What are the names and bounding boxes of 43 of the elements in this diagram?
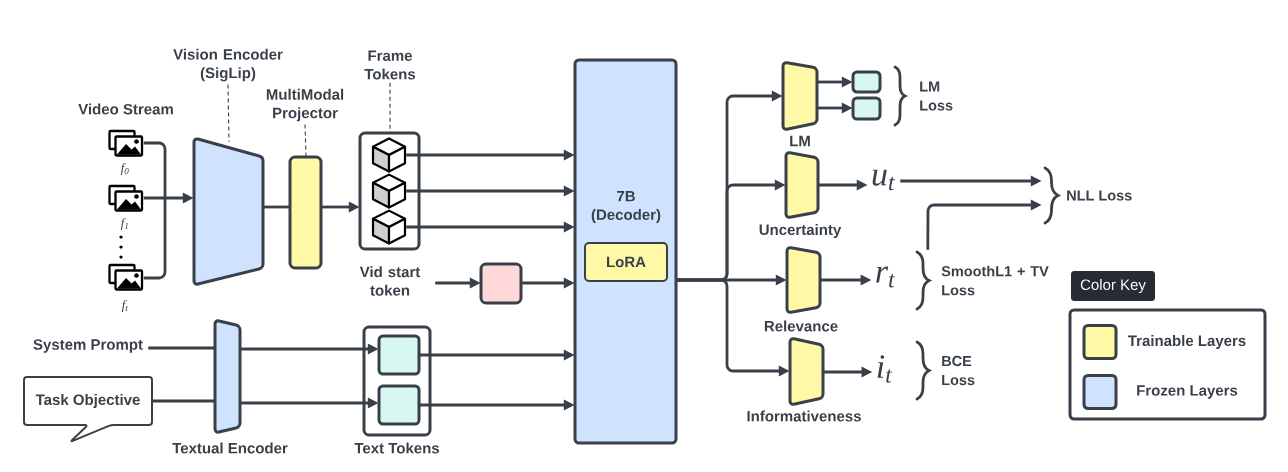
layer-label: Informativeness xyxy=(747,410,861,422)
connector-line xyxy=(263,205,290,209)
loss-label: LM Loss xyxy=(920,81,953,111)
layer-label: Uncertainty xyxy=(759,224,842,238)
component-label: Frame Tokens xyxy=(364,50,416,80)
loss-label: BCE Loss xyxy=(942,355,975,386)
legend-text: Trainable Layers xyxy=(1128,335,1246,349)
loss-label: NLL Loss xyxy=(1067,190,1132,201)
connector-line xyxy=(152,399,215,403)
frame-caption: f$_{t}$ xyxy=(121,300,128,312)
leader-line xyxy=(304,123,307,158)
token-box xyxy=(851,70,882,94)
layer-label: LM xyxy=(790,135,810,147)
cube-icon xyxy=(371,209,407,245)
layer-label: Relevance xyxy=(764,320,838,332)
loss-label: SmoothL1 + TV Loss xyxy=(941,265,1049,296)
legend-title: Color Key xyxy=(1071,271,1155,301)
output-symbol: u$_{t}$ xyxy=(872,169,896,191)
output-symbol: i$_{t}$ xyxy=(877,355,893,383)
token-box xyxy=(479,262,523,305)
encoder-trapezoid xyxy=(192,137,265,286)
cube-icon xyxy=(371,173,407,209)
prompt-label: System Prompt xyxy=(33,339,143,353)
token-box xyxy=(377,334,421,376)
speech-bubble: Task Objective xyxy=(23,376,153,443)
frame-caption: f$_{0}$ xyxy=(120,163,129,175)
leader-line xyxy=(389,82,391,134)
group-label: Text Tokens xyxy=(354,442,440,454)
group-label: Video Stream xyxy=(78,103,173,115)
cube-icon xyxy=(371,137,407,173)
leader-line xyxy=(227,83,230,143)
legend-text: Frozen Layers xyxy=(1137,385,1238,399)
connector-line xyxy=(148,346,215,350)
token-box xyxy=(377,384,421,426)
layer-label: Textual Encoder xyxy=(172,442,288,454)
component-label: MultiModal Projector xyxy=(266,88,344,122)
output-symbol: r$_{t}$ xyxy=(876,266,896,288)
projector-bar xyxy=(288,155,323,270)
frame-caption: f$_{1}$ xyxy=(120,218,128,230)
adapter-box: LoRA xyxy=(584,242,668,282)
component-label: Vision Encoder (SigLip) xyxy=(173,48,283,82)
token-box xyxy=(851,96,882,121)
token-label: Vid start token xyxy=(359,266,421,296)
